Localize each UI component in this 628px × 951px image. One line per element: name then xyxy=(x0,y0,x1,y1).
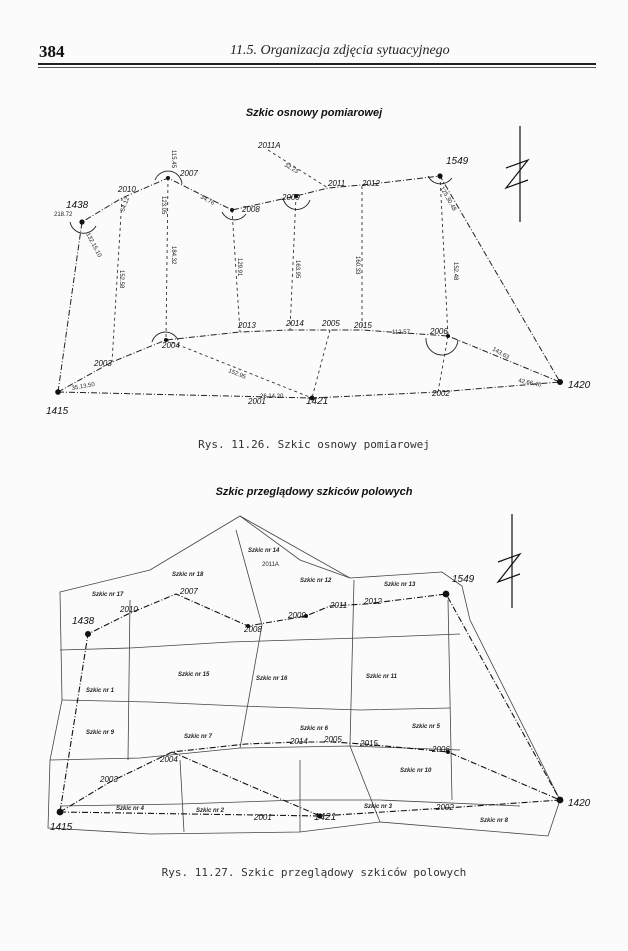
pt-2006: 2006 xyxy=(429,327,448,336)
pt-2007: 2007 xyxy=(179,587,198,596)
pt-1420: 1420 xyxy=(568,798,591,809)
sheet-label: Szkic nr 14 xyxy=(248,548,280,554)
north-arrow-icon xyxy=(504,126,530,222)
page-number: 384 xyxy=(39,42,65,61)
sheet-label: Szkic nr 18 xyxy=(172,572,204,578)
pt-2004: 2004 xyxy=(159,755,178,764)
pt-2001: 2001 xyxy=(247,397,266,406)
pt-2002: 2002 xyxy=(431,389,450,398)
measure: 123.05 xyxy=(160,196,166,215)
sheet-label: Szkic nr 3 xyxy=(364,804,393,810)
pt-2014: 2014 xyxy=(289,737,308,746)
header-rule-thin xyxy=(38,67,596,68)
pt-2001: 2001 xyxy=(253,813,272,822)
pt-2006: 2006 xyxy=(431,745,450,754)
measure: 115.45 xyxy=(170,150,176,169)
sheet-label: Szkic nr 2 xyxy=(196,808,225,814)
header-rule xyxy=(38,63,596,65)
pt-2009: 2009 xyxy=(281,193,300,202)
pt-2011: 2011 xyxy=(327,179,345,188)
sheet-label: Szkic nr 4 xyxy=(116,806,145,812)
sheet-label: Szkic nr 12 xyxy=(300,578,332,584)
pt-1415: 1415 xyxy=(46,406,69,417)
pt-2005: 2005 xyxy=(323,735,342,744)
sheet-label: Szkic nr 10 xyxy=(400,768,432,774)
measure: 184.32 xyxy=(170,246,176,265)
pt-1549: 1549 xyxy=(446,156,469,167)
figure1-caption: Rys. 11.26. Szkic osnowy pomiarowej xyxy=(198,438,430,451)
measure: 152.48 xyxy=(452,262,458,281)
pt-1415: 1415 xyxy=(50,822,73,833)
sheet-label: Szkic nr 1 xyxy=(86,688,115,694)
pt-2011: 2011 xyxy=(329,601,347,610)
pt-2014: 2014 xyxy=(285,319,304,328)
pt-2011A: 2011A xyxy=(257,141,281,150)
pt-2010: 2010 xyxy=(119,605,138,614)
measure: 26.14.20 xyxy=(260,394,284,400)
pt-2010: 2010 xyxy=(117,185,136,194)
pt-2005: 2005 xyxy=(321,319,340,328)
measure: 218.72 xyxy=(54,212,73,218)
section-title: 11.5. Organizacja zdjęcia sytuacyjnego xyxy=(230,43,450,58)
figure2-caption: Rys. 11.27. Szkic przeglądowy szkiców po… xyxy=(161,866,467,879)
measure: 42.66.40 xyxy=(518,378,543,389)
pt-2015: 2015 xyxy=(359,739,378,748)
figure2-title: Szkic przeglądowy szkiców polowych xyxy=(215,486,413,498)
pt-1438: 1438 xyxy=(66,200,89,211)
measure: 163.95 xyxy=(294,260,300,279)
pt-1420: 1420 xyxy=(568,380,591,391)
sheet-label: Szkic nr 13 xyxy=(384,582,416,588)
pt-1421: 1421 xyxy=(314,812,336,823)
pt-2015: 2015 xyxy=(353,321,372,330)
pt-2009: 2009 xyxy=(287,611,306,620)
pt-1438: 1438 xyxy=(72,616,95,627)
pt-2011A: 2011A xyxy=(262,562,279,568)
measure: 35.13.50 xyxy=(71,382,96,392)
pt-2008: 2008 xyxy=(241,205,260,214)
measure: 112.57 xyxy=(392,330,411,336)
sheet-label: Szkic nr 16 xyxy=(256,676,288,682)
sheet-label: Szkic nr 11 xyxy=(366,674,398,680)
measure: 160.33 xyxy=(354,256,360,275)
figure1-title: Szkic osnowy pomiarowej xyxy=(245,107,383,119)
pt-2004: 2004 xyxy=(161,341,180,350)
pt-2003: 2003 xyxy=(99,775,118,784)
pt-2013: 2013 xyxy=(237,321,256,330)
pt-2012: 2012 xyxy=(363,597,382,606)
pt-2002: 2002 xyxy=(435,803,454,812)
pt-1421: 1421 xyxy=(306,396,328,407)
sheet-label: Szkic nr 7 xyxy=(184,734,213,740)
sheet-label: Szkic nr 15 xyxy=(178,672,210,678)
sheet-label: Szkic nr 8 xyxy=(480,818,509,824)
sheet-label: Szkic nr 9 xyxy=(86,730,115,736)
pt-2012: 2012 xyxy=(361,179,380,188)
measure: 54.12 xyxy=(120,196,131,213)
pt-1549: 1549 xyxy=(452,574,475,585)
pt-2003: 2003 xyxy=(93,359,112,368)
sheet-label: Szkic nr 17 xyxy=(92,592,124,598)
measure: 129.91 xyxy=(236,258,242,277)
sheet-label: Szkic nr 6 xyxy=(300,726,329,732)
north-arrow-icon xyxy=(496,514,522,608)
pt-2008: 2008 xyxy=(243,625,262,634)
pt-2007: 2007 xyxy=(179,169,198,178)
measure: 152.58 xyxy=(118,270,124,289)
sheet-label: Szkic nr 5 xyxy=(412,724,441,730)
